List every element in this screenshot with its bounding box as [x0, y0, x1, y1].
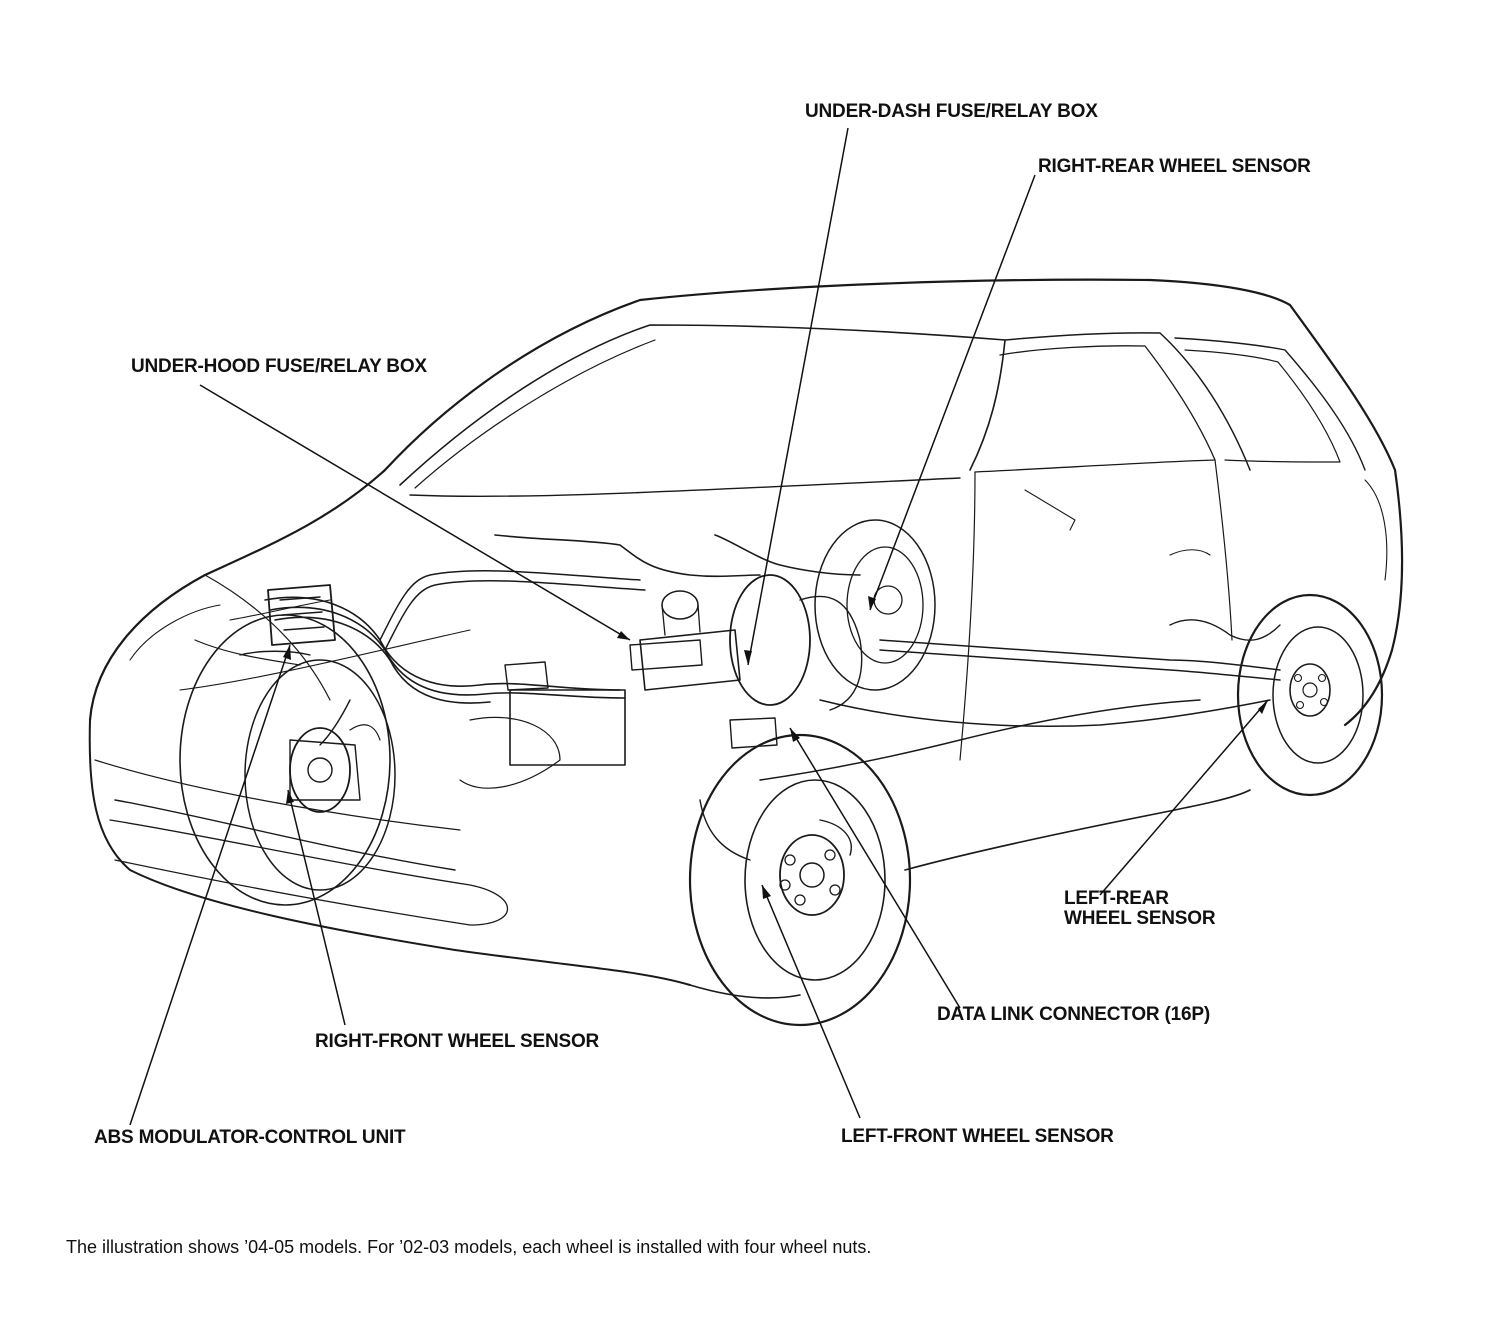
- label-right-rear-wheel-sensor: RIGHT-REAR WHEEL SENSOR: [1038, 156, 1311, 177]
- data-link-connector-body: [729, 717, 778, 749]
- arrowhead-right-front: [286, 790, 294, 804]
- leader-right-rear: [869, 174, 1036, 611]
- arrowhead-under-dash: [744, 650, 752, 665]
- leader-left-rear: [1099, 699, 1269, 896]
- label-abs-modulator-control-unit: ABS MODULATOR-CONTROL UNIT: [94, 1127, 406, 1148]
- leader-right-front: [287, 789, 346, 1026]
- arrowhead-left-rear: [1258, 700, 1268, 714]
- arrowhead-abs-modulator: [283, 645, 291, 660]
- car-body: [88, 278, 1404, 999]
- master-cylinder-booster: [639, 574, 863, 711]
- abs-modulator-unit-body: [267, 584, 336, 646]
- right-rear-wheel: [814, 519, 936, 691]
- leader-under-hood: [199, 384, 631, 641]
- arrowhead-right-rear: [868, 596, 876, 610]
- arrowhead-left-front: [762, 885, 771, 899]
- label-left-front-wheel-sensor: LEFT-FRONT WHEEL SENSOR: [841, 1126, 1114, 1147]
- label-left-rear-wheel-sensor-line1: LEFT-REAR: [1064, 888, 1169, 909]
- brake-lines-and-harness: [239, 534, 1281, 861]
- label-left-rear-wheel-sensor-line2: WHEEL SENSOR: [1064, 908, 1216, 929]
- left-rear-wheel: [1236, 593, 1384, 797]
- leader-data-link: [789, 727, 961, 1009]
- leader-under-dash: [747, 127, 849, 666]
- leader-lines: [129, 127, 1269, 1126]
- leader-abs-modulator: [129, 644, 291, 1126]
- under-hood-fuse-box-body: [629, 639, 703, 671]
- battery: [504, 661, 626, 766]
- figure-caption: The illustration shows ’04-05 models. Fo…: [66, 1237, 872, 1257]
- left-front-wheel: [688, 733, 912, 1027]
- label-under-dash-fuse-relay-box: UNDER-DASH FUSE/RELAY BOX: [805, 101, 1098, 122]
- label-right-front-wheel-sensor: RIGHT-FRONT WHEEL SENSOR: [315, 1031, 600, 1052]
- leader-left-front: [761, 884, 861, 1119]
- label-data-link-connector: DATA LINK CONNECTOR (16P): [937, 1004, 1210, 1025]
- label-under-hood-fuse-relay-box: UNDER-HOOD FUSE/RELAY BOX: [131, 356, 427, 377]
- arrowhead-data-link: [790, 728, 800, 742]
- arrowhead-under-hood: [617, 631, 630, 640]
- right-front-wheel: [179, 614, 396, 906]
